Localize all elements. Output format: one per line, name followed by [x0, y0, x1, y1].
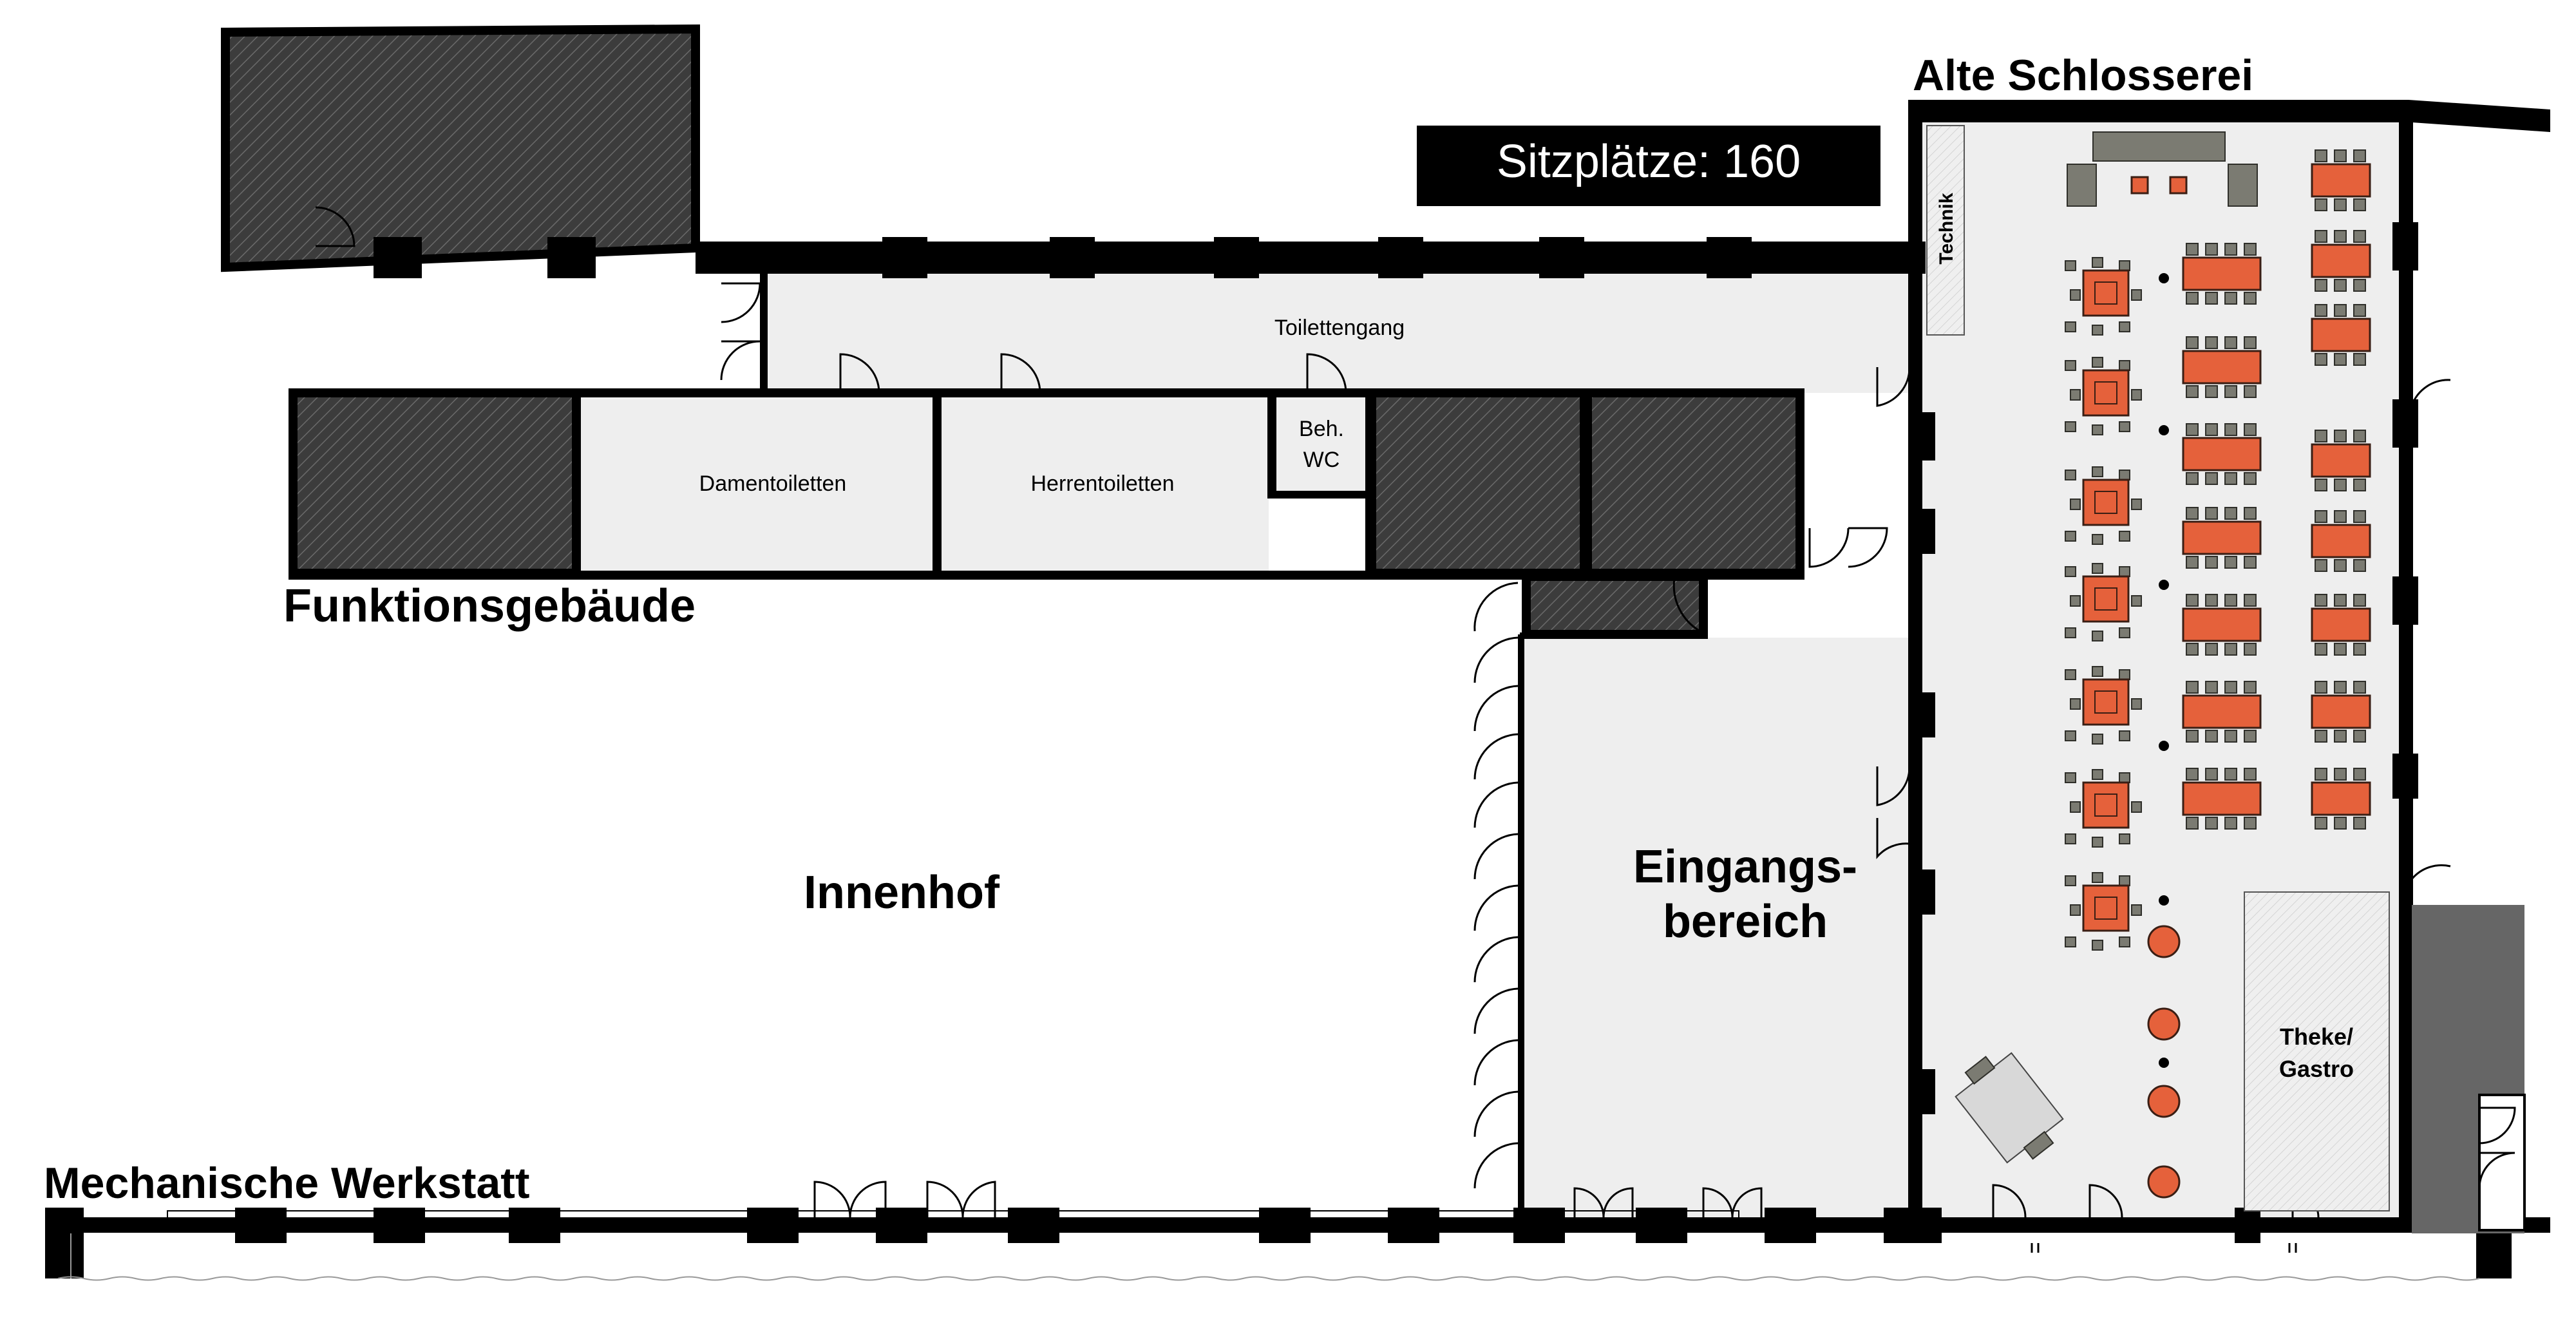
east-table	[2311, 681, 2371, 743]
storage-annex-lower	[1522, 572, 1708, 639]
east-table	[2311, 430, 2371, 491]
south-windows-strip	[167, 1210, 1739, 1219]
wall-ladies-gents	[933, 393, 942, 575]
square-table	[2065, 357, 2142, 435]
square-table	[2065, 563, 2142, 641]
gents-toilets-label: Herrentoiletten	[1030, 471, 1174, 496]
east-table	[2311, 149, 2371, 211]
hall-north-wall	[1909, 100, 2550, 132]
square-table	[2065, 466, 2142, 545]
east-table	[2311, 594, 2371, 656]
seats-label: Sitzplätze: 160	[1497, 136, 1801, 187]
lounge-seating	[2067, 131, 2258, 207]
long-table	[2182, 681, 2262, 743]
hall-west-wall	[1908, 100, 1922, 1224]
east-table	[2311, 768, 2371, 830]
entrance-glass-doors	[1473, 582, 1519, 1189]
ladies-toilets-label: Damentoiletten	[699, 471, 847, 496]
top-left-storage	[221, 24, 700, 272]
toilet-corridor-label: Toilettengang	[1274, 316, 1405, 340]
round-tables	[2147, 925, 2181, 1199]
bar-label-1: Theke/	[2280, 1023, 2353, 1050]
square-table	[2065, 666, 2142, 745]
square-table	[2065, 257, 2142, 336]
mixing-desk	[1955, 1052, 2064, 1164]
long-table	[2182, 594, 2262, 656]
accessible-wc-label-1: Beh.	[1299, 417, 1344, 441]
corridor-left-wall	[760, 274, 768, 393]
gents-toilets-floor	[940, 396, 1269, 573]
square-tables	[2065, 257, 2142, 951]
workshop-label: Mechanische Werkstatt	[44, 1159, 530, 1208]
south-wall-pillars	[45, 1208, 2512, 1278]
hall-wall-pillars	[1909, 222, 2418, 1114]
hall-east-wall	[2399, 113, 2413, 1224]
toilet-block-outline	[289, 388, 1804, 580]
long-table	[2182, 507, 2262, 569]
toilet-corridor-floor	[766, 274, 1919, 393]
long-table	[2182, 768, 2262, 830]
storage-room-left	[289, 388, 581, 578]
storage-room-right	[1583, 388, 1804, 578]
south-doors	[813, 1181, 1763, 1218]
columns	[2159, 273, 2169, 1068]
bar-label-2: Gastro	[2279, 1056, 2354, 1082]
long-table	[2182, 243, 2262, 305]
east-table	[2311, 304, 2371, 366]
long-tables	[2182, 243, 2262, 830]
long-table	[2182, 336, 2262, 398]
entrance-label-2: bereich	[1663, 896, 1828, 947]
accessible-wc-floor	[1274, 396, 1367, 493]
long-table	[2182, 423, 2262, 485]
entrance-top-wall	[1520, 632, 1707, 638]
annex-notch	[2478, 1094, 2526, 1231]
east-tables	[2311, 149, 2371, 830]
wall-wc-right	[1365, 393, 1374, 575]
building-title: Alte Schlosserei	[1913, 51, 2253, 100]
courtyard-label: Innenhof	[804, 867, 1000, 918]
entrance-label-1: Eingangs-	[1633, 841, 1857, 893]
step-marks	[2031, 1243, 2297, 1253]
ladies-toilets-floor	[580, 396, 934, 573]
entrance-west-wall	[1518, 634, 1524, 1214]
entrance-area-floor	[1520, 638, 1919, 1217]
storage-room-mid	[1367, 388, 1589, 578]
accessible-wc-label-2: WC	[1303, 448, 1340, 472]
square-table	[2065, 769, 2142, 848]
wall-gents-wc	[1267, 393, 1276, 496]
functional-building-label: Funktionsgebäude	[283, 580, 696, 632]
bar-counter	[2244, 891, 2390, 1211]
east-table	[2311, 230, 2371, 292]
wall-wc-bottom	[1267, 491, 1369, 499]
technik-label: Technik	[1936, 193, 1957, 264]
square-table	[2065, 872, 2142, 951]
technik-room	[1926, 125, 1965, 336]
wavy-ground-line	[57, 1276, 2480, 1281]
north-wall-pillars	[374, 237, 1752, 278]
east-table	[2311, 510, 2371, 572]
seats-badge	[1417, 126, 1880, 206]
